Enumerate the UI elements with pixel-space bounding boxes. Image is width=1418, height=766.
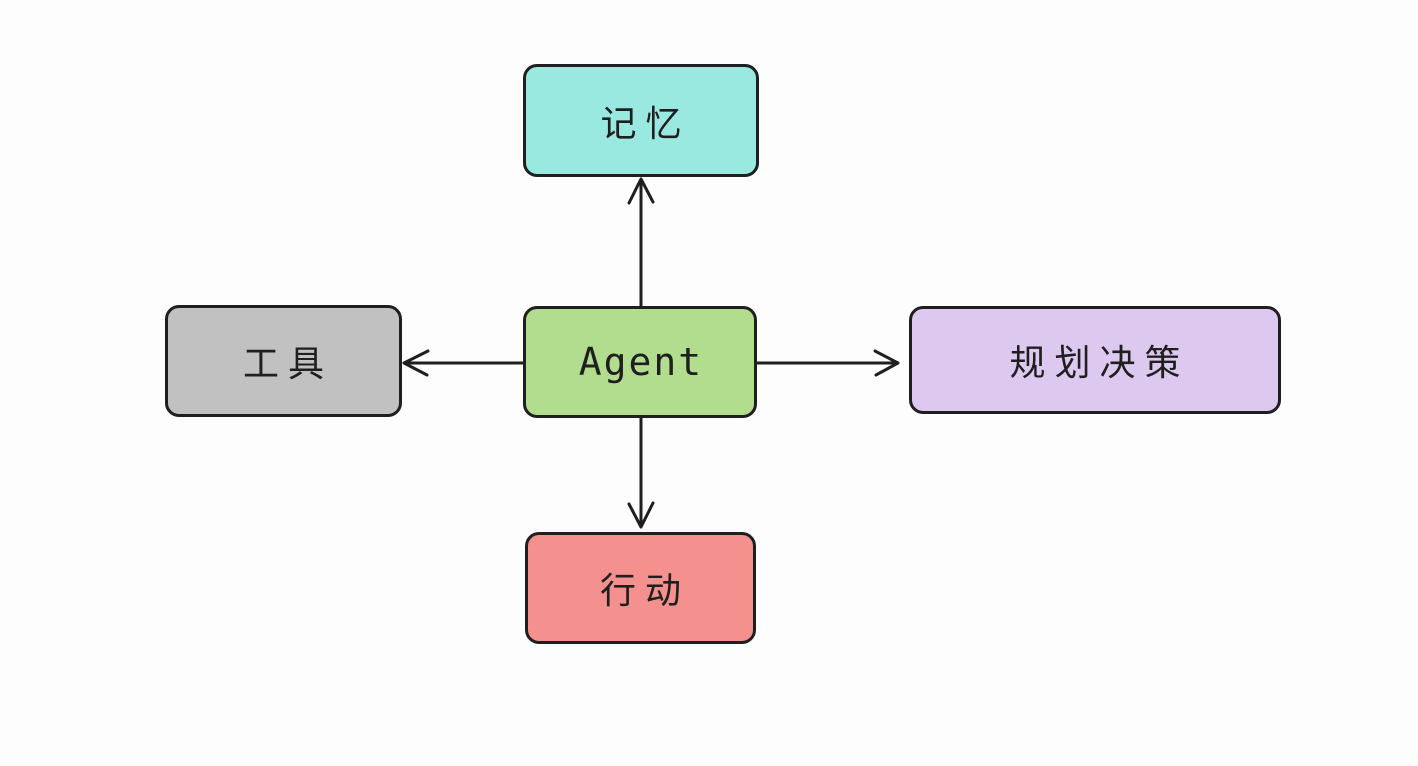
edge-agent-planning	[755, 349, 900, 377]
node-memory: 记忆	[523, 64, 759, 177]
edge-agent-memory	[627, 177, 655, 308]
node-tools-label: 工具	[242, 344, 333, 385]
node-planning-label: 规划决策	[1009, 343, 1190, 384]
arrowhead-down-icon	[627, 501, 655, 529]
arrowhead-left-icon	[402, 349, 430, 377]
node-memory-label: 记忆	[600, 103, 691, 145]
arrowhead-up-icon	[627, 177, 655, 205]
node-agent-label: Agent	[578, 340, 704, 384]
edge-agent-action	[627, 416, 655, 529]
node-action-label: 行动	[599, 571, 690, 612]
arrowhead-right-icon	[873, 349, 900, 377]
node-agent: Agent	[523, 306, 757, 418]
node-tools: 工具	[165, 305, 402, 417]
node-planning: 规划决策	[909, 306, 1281, 414]
edge-agent-tools	[402, 349, 525, 377]
node-action: 行动	[525, 532, 756, 644]
